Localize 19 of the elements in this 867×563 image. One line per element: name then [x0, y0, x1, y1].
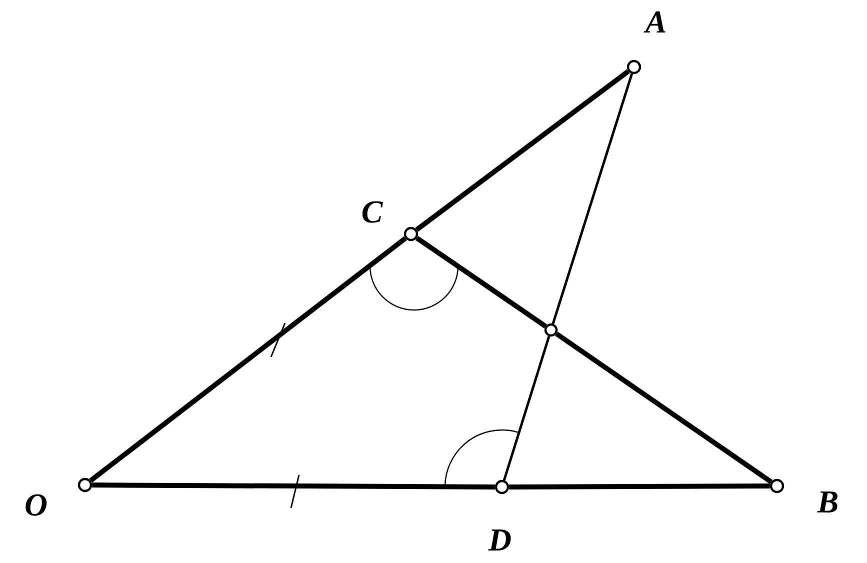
labeled-point: O — [26, 478, 92, 516]
node-label: B — [817, 491, 838, 513]
line-segment — [552, 73, 634, 324]
labeled-point: A — [626, 11, 666, 74]
node-label: D — [488, 529, 511, 551]
node-label: A — [644, 11, 666, 33]
node-label: C — [362, 201, 383, 223]
labeled-point: D — [488, 480, 511, 550]
line-segment — [509, 484, 770, 490]
line-segment — [502, 336, 550, 481]
line-segment — [555, 332, 773, 484]
line-segment — [92, 482, 495, 490]
line-segment — [89, 236, 407, 483]
labeled-point: B — [770, 478, 838, 513]
line-segment — [415, 236, 547, 328]
node-label: O — [26, 494, 47, 516]
labeled-point: C — [362, 201, 418, 242]
line-segment — [415, 69, 630, 232]
point — [544, 323, 558, 337]
